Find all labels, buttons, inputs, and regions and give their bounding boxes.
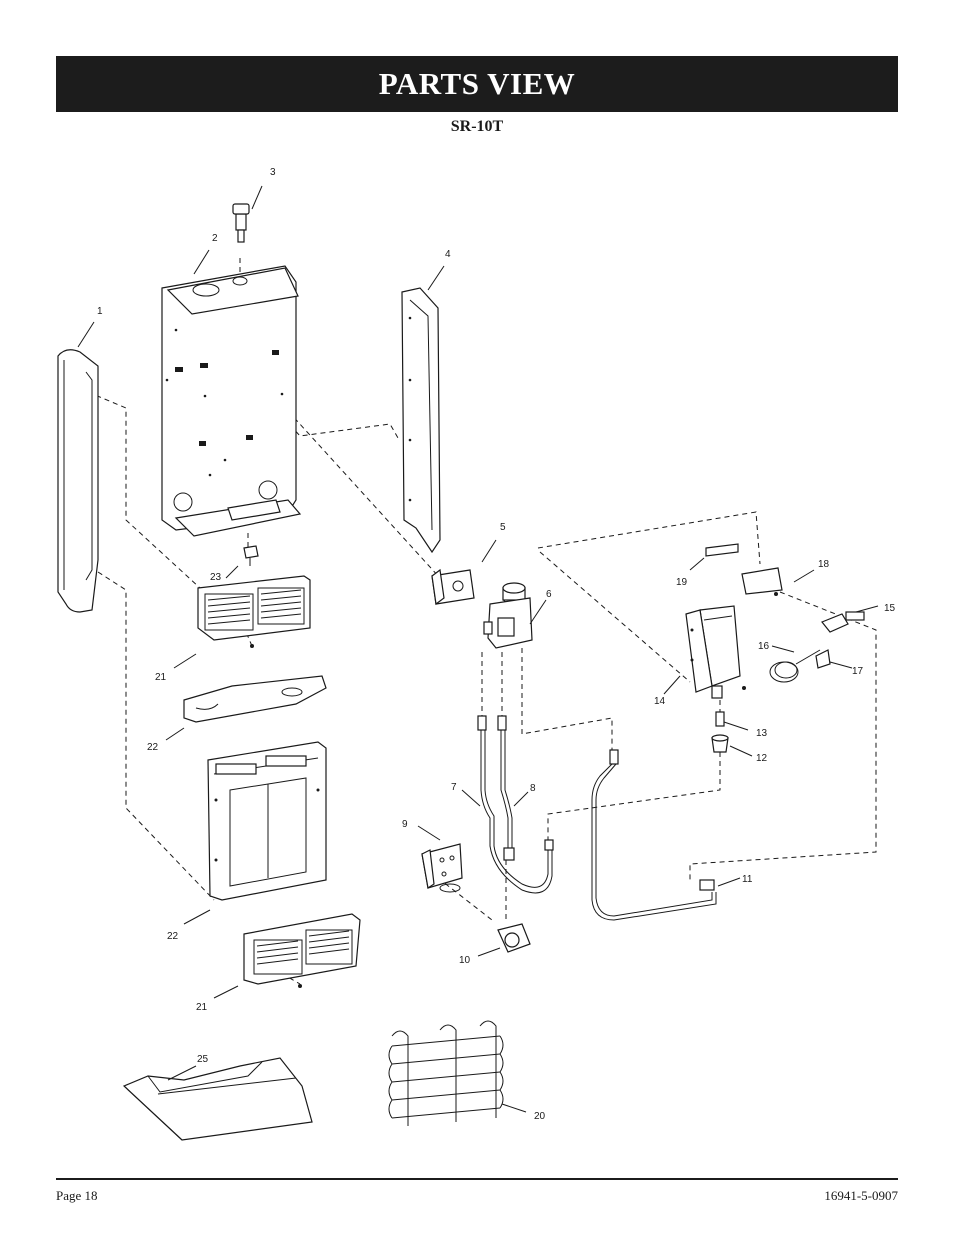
callout-22: 22	[167, 931, 179, 942]
callout-11: 11	[742, 874, 753, 885]
part-16-thermocouple	[769, 649, 821, 683]
part-1-left-side-panel	[57, 349, 99, 613]
footer-rule	[56, 1178, 898, 1180]
callout-16: 16	[758, 641, 770, 652]
part-13-fitting	[715, 711, 725, 727]
callout-2: 2	[212, 233, 218, 244]
callout-13: 13	[756, 728, 768, 739]
page-title: PARTS VIEW	[378, 66, 576, 101]
part-24-clip	[243, 545, 259, 566]
part-21-louver-upper	[197, 575, 311, 648]
callout-14: 14	[654, 696, 666, 707]
part-19-shield	[705, 543, 739, 557]
callout-6: 6	[546, 589, 552, 600]
part-22-combustion-chamber	[207, 741, 327, 901]
part-11-tube	[591, 749, 717, 921]
callout-10: 10	[459, 955, 471, 966]
page-number: Page 18	[56, 1188, 98, 1203]
callout-23: 22	[147, 742, 159, 753]
part-7-8-tubing	[477, 715, 554, 894]
model-label: SR-10T	[450, 118, 504, 135]
callout-20: 20	[534, 1111, 546, 1122]
callout-4: 4	[445, 249, 451, 260]
part-18-pilot-bracket	[741, 567, 783, 596]
callout-19: 19	[676, 577, 688, 588]
callout-25: 25	[197, 1054, 209, 1065]
part-10-regulator	[497, 923, 531, 953]
callout-15: 15	[884, 603, 896, 614]
callout-7: 7	[451, 782, 457, 793]
part-21-louver-lower	[243, 913, 361, 988]
part-17-electrode	[815, 649, 831, 669]
part-9-mounting-bracket	[421, 843, 463, 893]
callout-8: 8	[530, 783, 536, 794]
document-number: 16941-5-0907	[824, 1188, 898, 1203]
part-5-bracket	[431, 568, 475, 606]
part-14-control-module	[685, 605, 746, 699]
part-23-deflector	[183, 675, 327, 723]
part-2-back-panel	[161, 265, 302, 537]
callout-21-lower: 21	[196, 1002, 208, 1013]
part-20-guard	[388, 1020, 504, 1126]
callout-9: 9	[402, 819, 408, 830]
part-6-gas-valve	[483, 582, 533, 649]
part-12-orifice	[711, 734, 729, 753]
callout-labels: 3 2 1 4 5 6 23 21 22 22 21 25 20 7 8 9 1…	[97, 167, 896, 1122]
callout-17: 17	[852, 666, 864, 677]
callout-24: 23	[210, 572, 222, 583]
leader-lines	[77, 185, 879, 1113]
callout-5: 5	[500, 522, 506, 533]
callout-18: 18	[818, 559, 830, 570]
title-bar: PARTS VIEW	[56, 56, 898, 112]
callout-12: 12	[756, 753, 768, 764]
callout-3: 3	[270, 167, 276, 178]
part-15-pilot	[821, 611, 865, 633]
part-3-igniter	[232, 203, 250, 243]
part-25-base	[122, 1057, 313, 1141]
callout-1: 1	[97, 306, 103, 317]
callout-21-upper: 21	[155, 672, 167, 683]
part-4-right-side-panel	[401, 287, 441, 554]
